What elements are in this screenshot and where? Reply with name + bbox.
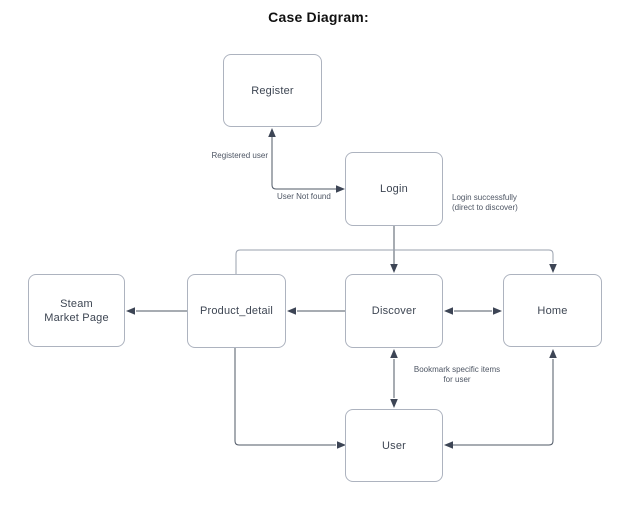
node-login: Login bbox=[345, 152, 443, 226]
node-product-detail-label: Product_detail bbox=[199, 305, 274, 317]
node-home: Home bbox=[503, 274, 602, 347]
arrowhead-into-home-bottom bbox=[549, 349, 557, 358]
arrowhead-into-home-top bbox=[549, 264, 557, 273]
node-discover: Discover bbox=[345, 274, 443, 348]
arrowhead-into-productdetail-right bbox=[287, 307, 296, 315]
diagram-title: Case Diagram: bbox=[268, 9, 369, 25]
node-home-label: Home bbox=[537, 304, 568, 317]
node-steam-market-page-label: Steam Market Page bbox=[44, 297, 109, 324]
edge-label-bookmark: Bookmark specific items for user bbox=[413, 365, 501, 384]
arrowhead-into-user-right bbox=[444, 441, 453, 449]
edge-label-login-success: Login successfully (direct to discover) bbox=[452, 193, 518, 212]
node-product-detail: Product_detail bbox=[187, 274, 286, 348]
arrowhead-into-discover-top bbox=[390, 264, 398, 273]
node-user: User bbox=[345, 409, 443, 482]
arrowhead-into-discover-right bbox=[444, 307, 453, 315]
arrowhead-into-register bbox=[268, 128, 276, 137]
node-user-label: User bbox=[381, 439, 407, 452]
node-steam-market-page: Steam Market Page bbox=[28, 274, 125, 347]
edge-login-register bbox=[271, 134, 336, 190]
edge-login-branch bbox=[235, 249, 554, 274]
arrowhead-into-user-left bbox=[337, 441, 346, 449]
node-login-label: Login bbox=[380, 183, 408, 195]
edge-label-user-not-found: User Not found bbox=[277, 192, 331, 201]
edge-user-home bbox=[453, 359, 554, 446]
arrowhead-into-discover-bottom bbox=[390, 349, 398, 358]
arrowhead-into-home-left bbox=[493, 307, 502, 315]
edge-productdetail-user bbox=[234, 348, 336, 446]
arrowhead-into-login bbox=[336, 185, 345, 193]
arrowhead-into-user-top bbox=[390, 399, 398, 408]
edge-label-registered-user: Registered user bbox=[211, 151, 268, 160]
arrowhead-into-steam-right bbox=[126, 307, 135, 315]
node-register: Register bbox=[223, 54, 322, 127]
node-discover-label: Discover bbox=[371, 305, 417, 317]
node-register-label: Register bbox=[251, 84, 294, 97]
